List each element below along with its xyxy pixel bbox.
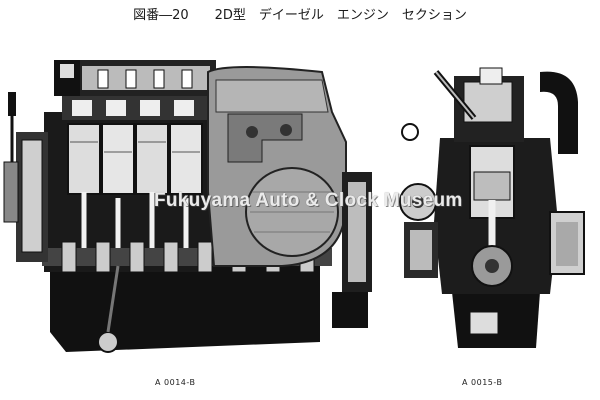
figure-title: 図番―20 2D型 デイーゼル エンジン セクション: [133, 8, 467, 23]
engine-side-section-illustration: [2, 52, 380, 364]
watermark-text: Fukuyama Auto & Clock Museum: [154, 190, 463, 211]
figure-caption-left: A 0014-B: [155, 378, 196, 387]
engine-cross-section-illustration: [390, 62, 596, 362]
figure-caption-right: A 0015-B: [462, 378, 503, 387]
